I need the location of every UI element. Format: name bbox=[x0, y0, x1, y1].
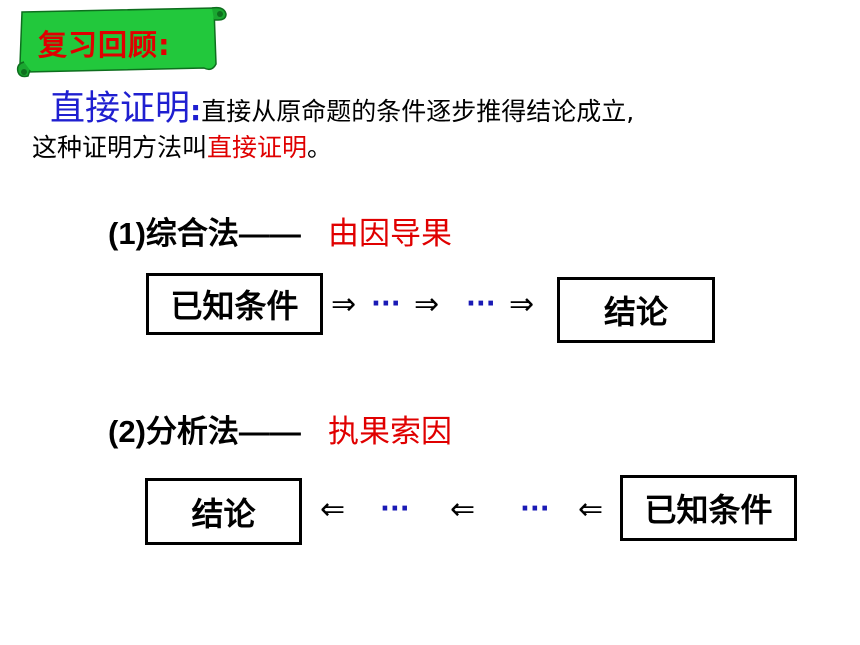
analysis-end-label: 已知条件 bbox=[644, 491, 773, 529]
ellipsis-icon: ··· bbox=[371, 289, 401, 319]
implies-arrow-icon: ⇒ bbox=[331, 287, 357, 322]
synthesis-end-label: 结论 bbox=[603, 293, 668, 331]
analysis-end-box: 已知条件 bbox=[620, 475, 797, 541]
synthesis-label: (1)综合法—— bbox=[108, 216, 301, 251]
definition-line2-suffix: 。 bbox=[307, 133, 333, 162]
definition-line2-term: 直接证明 bbox=[207, 133, 308, 162]
ellipsis-icon: ··· bbox=[520, 494, 550, 524]
banner-title: 复习回顾: bbox=[38, 28, 171, 62]
definition-line-2: 这种证明方法叫直接证明。 bbox=[32, 128, 332, 164]
synthesis-heading: (1)综合法—— 由因导果 bbox=[108, 208, 452, 253]
definition-colon: : bbox=[190, 94, 202, 127]
definition-term: 直接证明 bbox=[50, 89, 191, 129]
analysis-description: 执果索因 bbox=[327, 414, 452, 450]
synthesis-description: 由因导果 bbox=[327, 216, 452, 252]
implied-by-arrow-icon: ⇐ bbox=[450, 492, 476, 527]
scroll-banner-icon bbox=[16, 6, 227, 78]
definition-text: 直接从原命题的条件逐步推得结论成立, bbox=[201, 97, 635, 126]
implies-arrow-icon: ⇒ bbox=[414, 287, 440, 322]
analysis-heading: (2)分析法—— 执果索因 bbox=[108, 406, 452, 451]
ellipsis-icon: ··· bbox=[380, 494, 410, 524]
synthesis-end-box: 结论 bbox=[557, 277, 715, 343]
definition-line2-prefix: 这种证明方法叫 bbox=[32, 133, 208, 162]
ellipsis-icon: ··· bbox=[466, 289, 496, 319]
synthesis-start-label: 已知条件 bbox=[170, 287, 299, 325]
analysis-start-label: 结论 bbox=[191, 494, 256, 533]
analysis-label: (2)分析法—— bbox=[108, 414, 301, 449]
title-banner: 复习回顾: bbox=[16, 6, 230, 78]
analysis-start-box: 结论 bbox=[145, 478, 302, 545]
synthesis-start-box: 已知条件 bbox=[146, 273, 323, 335]
implied-by-arrow-icon: ⇐ bbox=[578, 492, 604, 527]
definition-line-1: 直接证明:直接从原命题的条件逐步推得结论成立, bbox=[50, 80, 634, 131]
implies-arrow-icon: ⇒ bbox=[509, 287, 535, 322]
implied-by-arrow-icon: ⇐ bbox=[320, 492, 346, 527]
